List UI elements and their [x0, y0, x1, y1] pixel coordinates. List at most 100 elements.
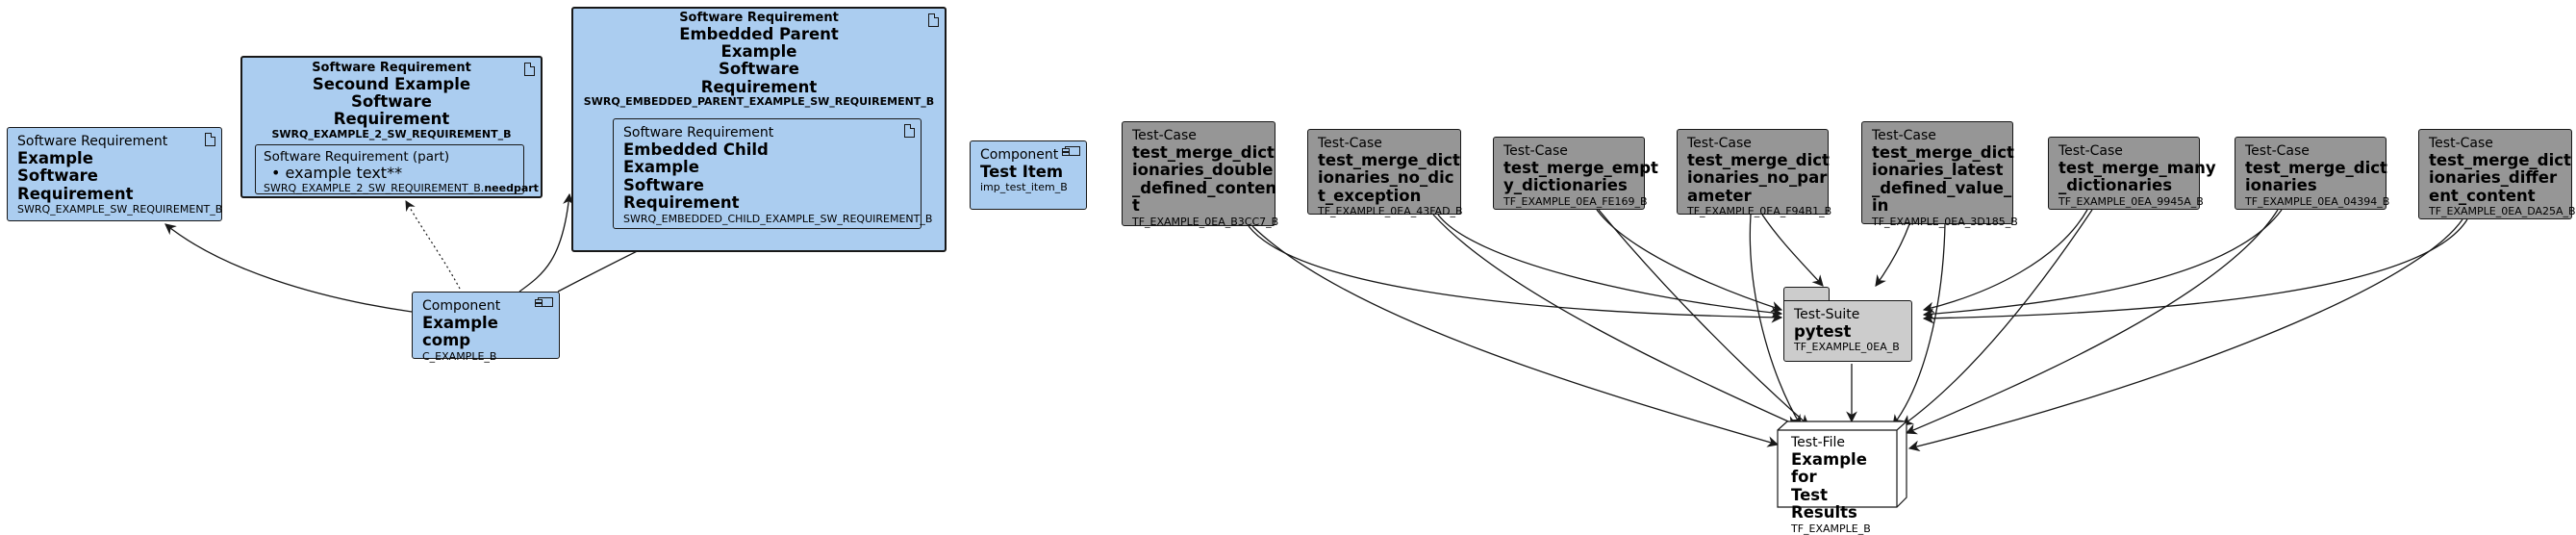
node-title-line: test_merge_dict: [1687, 150, 1830, 169]
test-case-node[interactable]: Test-Case test_merge_dict ionaries_doubl…: [1122, 121, 1279, 228]
node-title-line: test_merge_dict: [2429, 150, 2571, 169]
node-title-line: y_dictionaries: [1503, 176, 1628, 195]
node-title-line: _dictionaries: [2058, 176, 2173, 195]
node-id: TF_EXAMPLE_0EA_B3CC7_B: [1132, 215, 1279, 228]
node-title-line: in: [1872, 196, 1889, 216]
node-id-prefix: SWRQ_EXAMPLE_2_SW_REQUIREMENT_B.: [264, 182, 485, 195]
node-title-line: ionaries: [2245, 176, 2317, 195]
node-title-line: ent_content: [2429, 186, 2536, 205]
node-title-line: ionaries_no_dic: [1318, 168, 1454, 188]
node-type: Software Requirement: [623, 125, 774, 140]
edge-tc1-to-file: [1251, 225, 1780, 447]
node-title-line: Requirement: [623, 193, 740, 213]
node-title-line: t_exception: [1318, 186, 1422, 205]
node-title-line: Secound Example: [312, 74, 471, 93]
node-id: TF_EXAMPLE_0EA_FE169_B: [1503, 194, 1648, 208]
document-icon: [928, 13, 939, 27]
node-id: C_EXAMPLE_B: [422, 349, 497, 363]
document-icon: [205, 133, 215, 146]
node-title-line: test_merge_empt: [1503, 158, 1658, 177]
node-id: SWRQ_EXAMPLE_2_SW_REQUIREMENT_B: [271, 127, 512, 140]
node-type: Test-Case: [1872, 128, 1936, 143]
node-title-line: t: [1132, 196, 1140, 216]
node-type: Test-Case: [2429, 136, 2493, 151]
node-title-line: ameter: [1687, 186, 1752, 205]
node-type: Software Requirement: [312, 61, 471, 75]
test-case-node[interactable]: Test-Case test_merge_many _dictionaries …: [2048, 137, 2216, 210]
document-icon: [524, 63, 535, 76]
node-title-line: Software: [623, 175, 704, 194]
test-case-node[interactable]: Test-Case test_merge_dict ionaries_no_pa…: [1677, 129, 1832, 218]
node-title-line: Test Results: [1791, 485, 1857, 522]
node-type: Test-Case: [1132, 128, 1197, 143]
node-type: Test-Case: [1687, 136, 1752, 151]
node-title-line: test_merge_dict: [2245, 158, 2387, 177]
node-title-line: _defined_conten: [1132, 178, 1277, 197]
node-title-line: Requirement: [333, 110, 450, 129]
node-title-line: Test Item: [980, 162, 1064, 181]
node-title-line: Software: [351, 92, 432, 112]
node-title-line: ionaries_differ: [2429, 168, 2558, 188]
edge-tc6-to-suite: [1922, 209, 2088, 314]
node-title-line: Example comp: [422, 313, 498, 350]
node-title-line: Example: [623, 158, 699, 177]
component-icon: [535, 297, 553, 307]
node-title-line: Example: [720, 42, 797, 62]
node-id: TF_EXAMPLE_0EA_F94B1_B: [1687, 205, 1832, 218]
node-title-line: test_merge_many: [2058, 158, 2216, 177]
node-title-line: Example for: [1791, 449, 1867, 487]
node-id: SWRQ_EMBEDDED_PARENT_EXAMPLE_SW_REQUIREM…: [583, 95, 935, 109]
test-file-node[interactable]: Test-File Example for Test Results TF_EX…: [1778, 430, 1897, 534]
node-id: TF_EXAMPLE_0EA_04394_B: [2245, 194, 2390, 208]
node-bullet-text: example text**: [264, 165, 516, 182]
test-case-node[interactable]: Test-Case test_merge_dict ionaries_no_di…: [1307, 129, 1463, 218]
test-case-node[interactable]: Test-Case test_merge_empt y_dictionaries…: [1493, 137, 1658, 210]
node-title-line: _defined_value_: [1872, 178, 2012, 197]
node-id: TF_EXAMPLE_0EA_9945A_B: [2058, 194, 2204, 208]
node-title-line: pytest: [1794, 321, 1852, 341]
document-icon: [904, 124, 915, 138]
test-case-node[interactable]: Test-Case test_merge_dict ionaries_diffe…: [2418, 129, 2576, 219]
test-suite-node[interactable]: Test-Suite pytest TF_EXAMPLE_0EA_B: [1782, 287, 1912, 362]
node-title-line: test_merge_dict: [1318, 150, 1460, 169]
component-test-item-node[interactable]: Component Test Item imp_test_item_B: [970, 140, 1087, 210]
edge-comp-to-sw-req-2-part: [405, 200, 461, 290]
node-id: imp_test_item_B: [980, 181, 1068, 194]
node-title-line: ionaries_latest: [1872, 161, 2004, 180]
node-id: TF_EXAMPLE_B: [1791, 522, 1871, 535]
edge-comp-to-sw-req-b: [164, 223, 413, 313]
folder-tab-icon: [1782, 287, 1830, 300]
sw-req-example-node[interactable]: Software Requirement Example Software Re…: [7, 127, 222, 221]
node-title-line: Embedded Parent: [679, 24, 839, 43]
node-id: SWRQ_EMBEDDED_CHILD_EXAMPLE_SW_REQUIREME…: [623, 212, 933, 225]
node-title-line: Requirement: [700, 77, 818, 96]
edge-tc5-to-suite: [1875, 223, 1910, 287]
edge-tc1-to-suite: [1248, 225, 1783, 323]
edge-tc8-to-file: [1907, 218, 2463, 452]
edge-tc5-to-file: [1892, 223, 1946, 426]
component-example-comp-node[interactable]: Component Example comp C_EXAMPLE_B: [412, 292, 560, 362]
node-type: Component: [980, 147, 1059, 163]
node-type: Component: [422, 298, 501, 314]
node-id: TF_EXAMPLE_0EA_DA25A_B: [2429, 205, 2576, 218]
node-id: TF_EXAMPLE_0EA_43FAD_B: [1318, 205, 1463, 218]
node-title-line: Embedded Child: [623, 140, 769, 159]
test-case-node[interactable]: Test-Case test_merge_dict ionaries TF_EX…: [2235, 137, 2390, 210]
node-type: Test-Case: [1503, 143, 1568, 159]
sw-req-embedded-child-node[interactable]: Software Requirement Embedded Child Exam…: [613, 118, 933, 229]
node-type: Test-Suite: [1794, 307, 1860, 322]
node-title-line: test_merge_dict: [1872, 142, 2014, 162]
test-file-node-box: [1777, 420, 1907, 508]
node-type: Test-Case: [1318, 136, 1382, 151]
edge-tc7-to-file: [1905, 209, 2279, 435]
edge-comp-to-parent: [518, 192, 574, 293]
test-case-node[interactable]: Test-Case test_merge_dict ionaries_lates…: [1861, 121, 2018, 227]
component-icon: [1062, 146, 1080, 156]
sw-req-part-node[interactable]: Software Requirement (part) example text…: [255, 144, 539, 195]
node-type: Test-File: [1791, 435, 1846, 450]
edge-tc7-to-suite: [1922, 209, 2283, 319]
node-id-suffix: needpart: [484, 182, 539, 195]
edge-tc4-to-suite: [1761, 214, 1824, 287]
node-title-line: Software: [719, 60, 799, 79]
node-title-line: Requirement: [17, 184, 134, 203]
